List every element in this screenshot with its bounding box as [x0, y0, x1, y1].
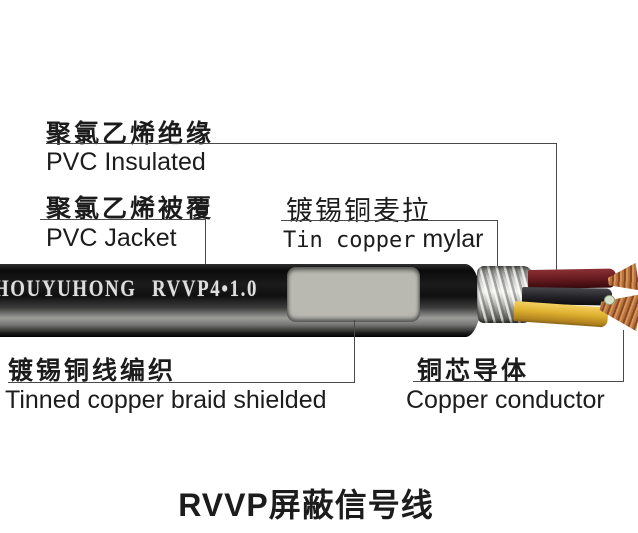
leader-pvc-insulated-vertical [556, 143, 557, 273]
product-title: RVVP屏蔽信号线 [178, 487, 434, 523]
leader-pvc-jacket-vertical [205, 219, 206, 266]
leader-braid-horizontal [8, 382, 355, 383]
cable-print-model: RVVP4•1.0 [152, 276, 259, 301]
label-pvc-insulated-en: PVC Insulated [46, 148, 206, 176]
label-pvc-jacket-zh: 聚氯乙烯被覆 [46, 195, 215, 223]
braid-shield-section [287, 267, 420, 322]
label-braid-zh: 镀锡铜线编织 [8, 357, 177, 385]
leader-pvc-jacket-horizontal [40, 219, 205, 220]
label-tin-copper-mylar-en-mono: Tin copper [283, 228, 416, 253]
label-tin-copper-mylar-en: Tin copper mylar [283, 225, 484, 254]
leader-conductor-vertical [623, 330, 624, 381]
conductor-red [527, 268, 617, 289]
label-conductor-en: Copper conductor [406, 386, 605, 414]
label-braid-en: Tinned copper braid shielded [5, 386, 327, 414]
leader-conductor-horizontal [413, 381, 624, 382]
leader-braid-vertical [354, 320, 355, 382]
conductor-core-dot [604, 295, 615, 305]
label-conductor-zh: 铜芯导体 [417, 357, 530, 385]
label-pvc-jacket-en: PVC Jacket [46, 224, 177, 252]
leader-tin-copper-mylar-horizontal [281, 220, 497, 221]
cable-print-brand: HOUYUHONG [0, 276, 137, 301]
label-tin-copper-mylar-zh: 镀锡铜麦拉 [286, 196, 431, 226]
label-pvc-insulated-zh: 聚氯乙烯绝缘 [46, 120, 215, 148]
leader-pvc-insulated-horizontal [46, 143, 556, 144]
label-tin-copper-mylar-en-sans: mylar [415, 225, 484, 253]
leader-tin-copper-mylar-vertical [497, 220, 498, 278]
